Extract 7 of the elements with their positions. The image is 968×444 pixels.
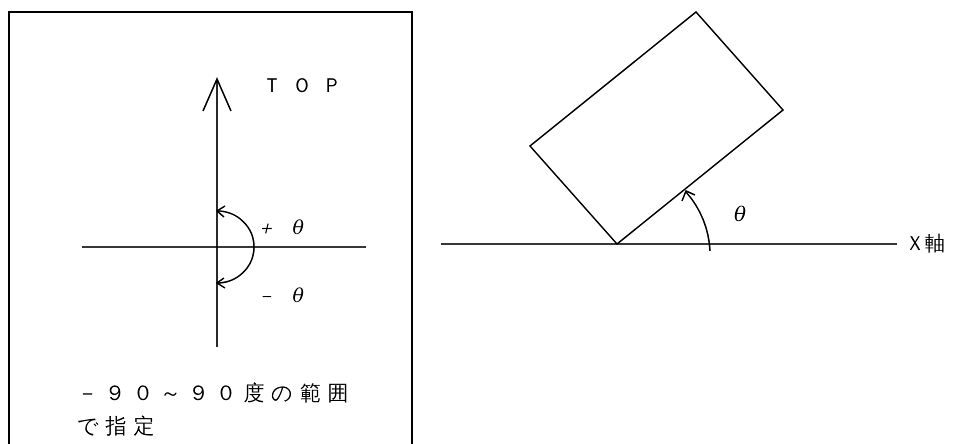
angle-label: ＋ θ bbox=[256, 219, 310, 238]
top-label: ＴＯＰ bbox=[262, 75, 352, 95]
note-text: －９０～９０度の範囲で指定 bbox=[77, 380, 356, 440]
frame-box bbox=[8, 11, 413, 444]
angle-label: θ bbox=[734, 204, 746, 224]
angle-label: － θ bbox=[256, 287, 310, 306]
axis-label: Ｘ軸 bbox=[905, 233, 945, 253]
